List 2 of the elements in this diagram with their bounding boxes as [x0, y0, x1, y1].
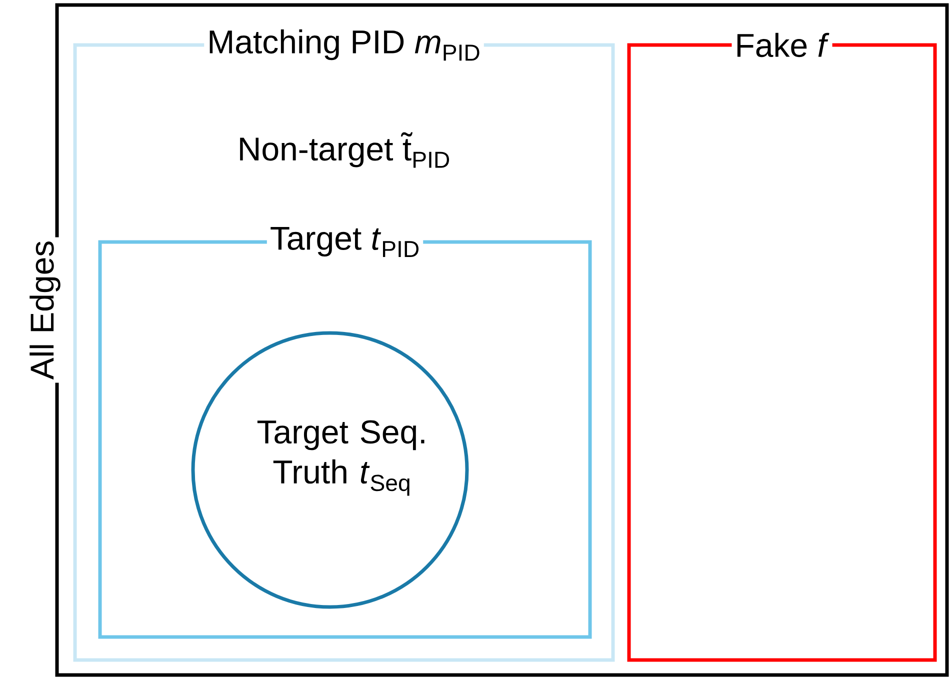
- group-box: Fake f: [627, 30, 937, 662]
- node-label: All Edges: [30, 242, 60, 380]
